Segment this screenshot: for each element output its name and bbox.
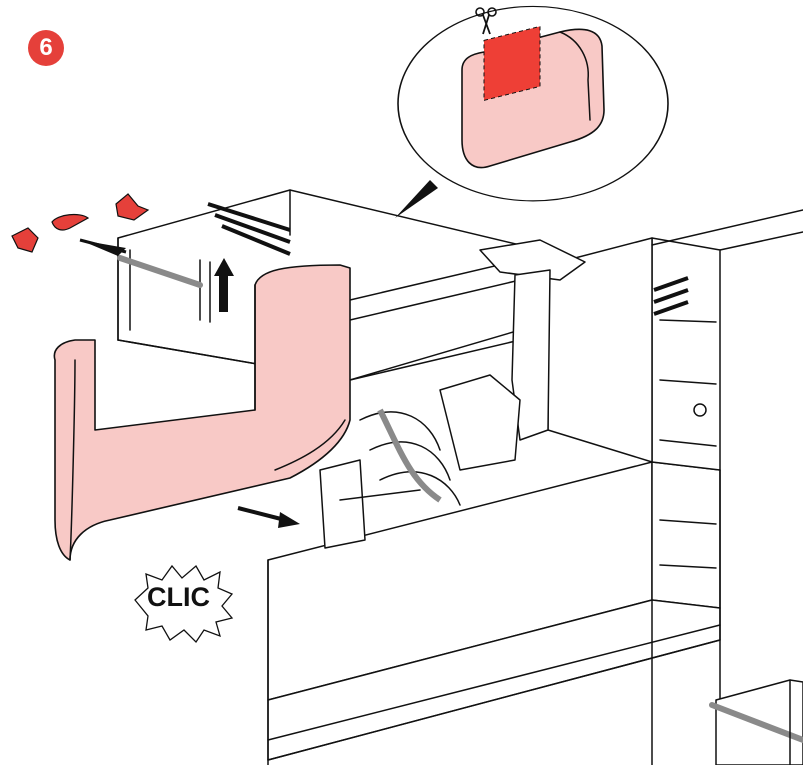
clic-burst bbox=[134, 564, 234, 644]
small-trunking-piece bbox=[709, 679, 803, 766]
arrow-icon bbox=[79, 238, 300, 528]
internal-fittings bbox=[319, 239, 586, 549]
step-number-badge: 6 bbox=[28, 30, 64, 66]
trunking-base bbox=[267, 461, 721, 766]
vertical-trunking bbox=[547, 209, 803, 569]
cut-pieces bbox=[11, 193, 150, 253]
scissors-icon bbox=[475, 7, 497, 35]
clic-label: CLIC bbox=[147, 582, 210, 612]
cable bbox=[117, 255, 203, 288]
zoom-detail bbox=[395, 5, 669, 218]
cut-zone bbox=[483, 25, 541, 101]
